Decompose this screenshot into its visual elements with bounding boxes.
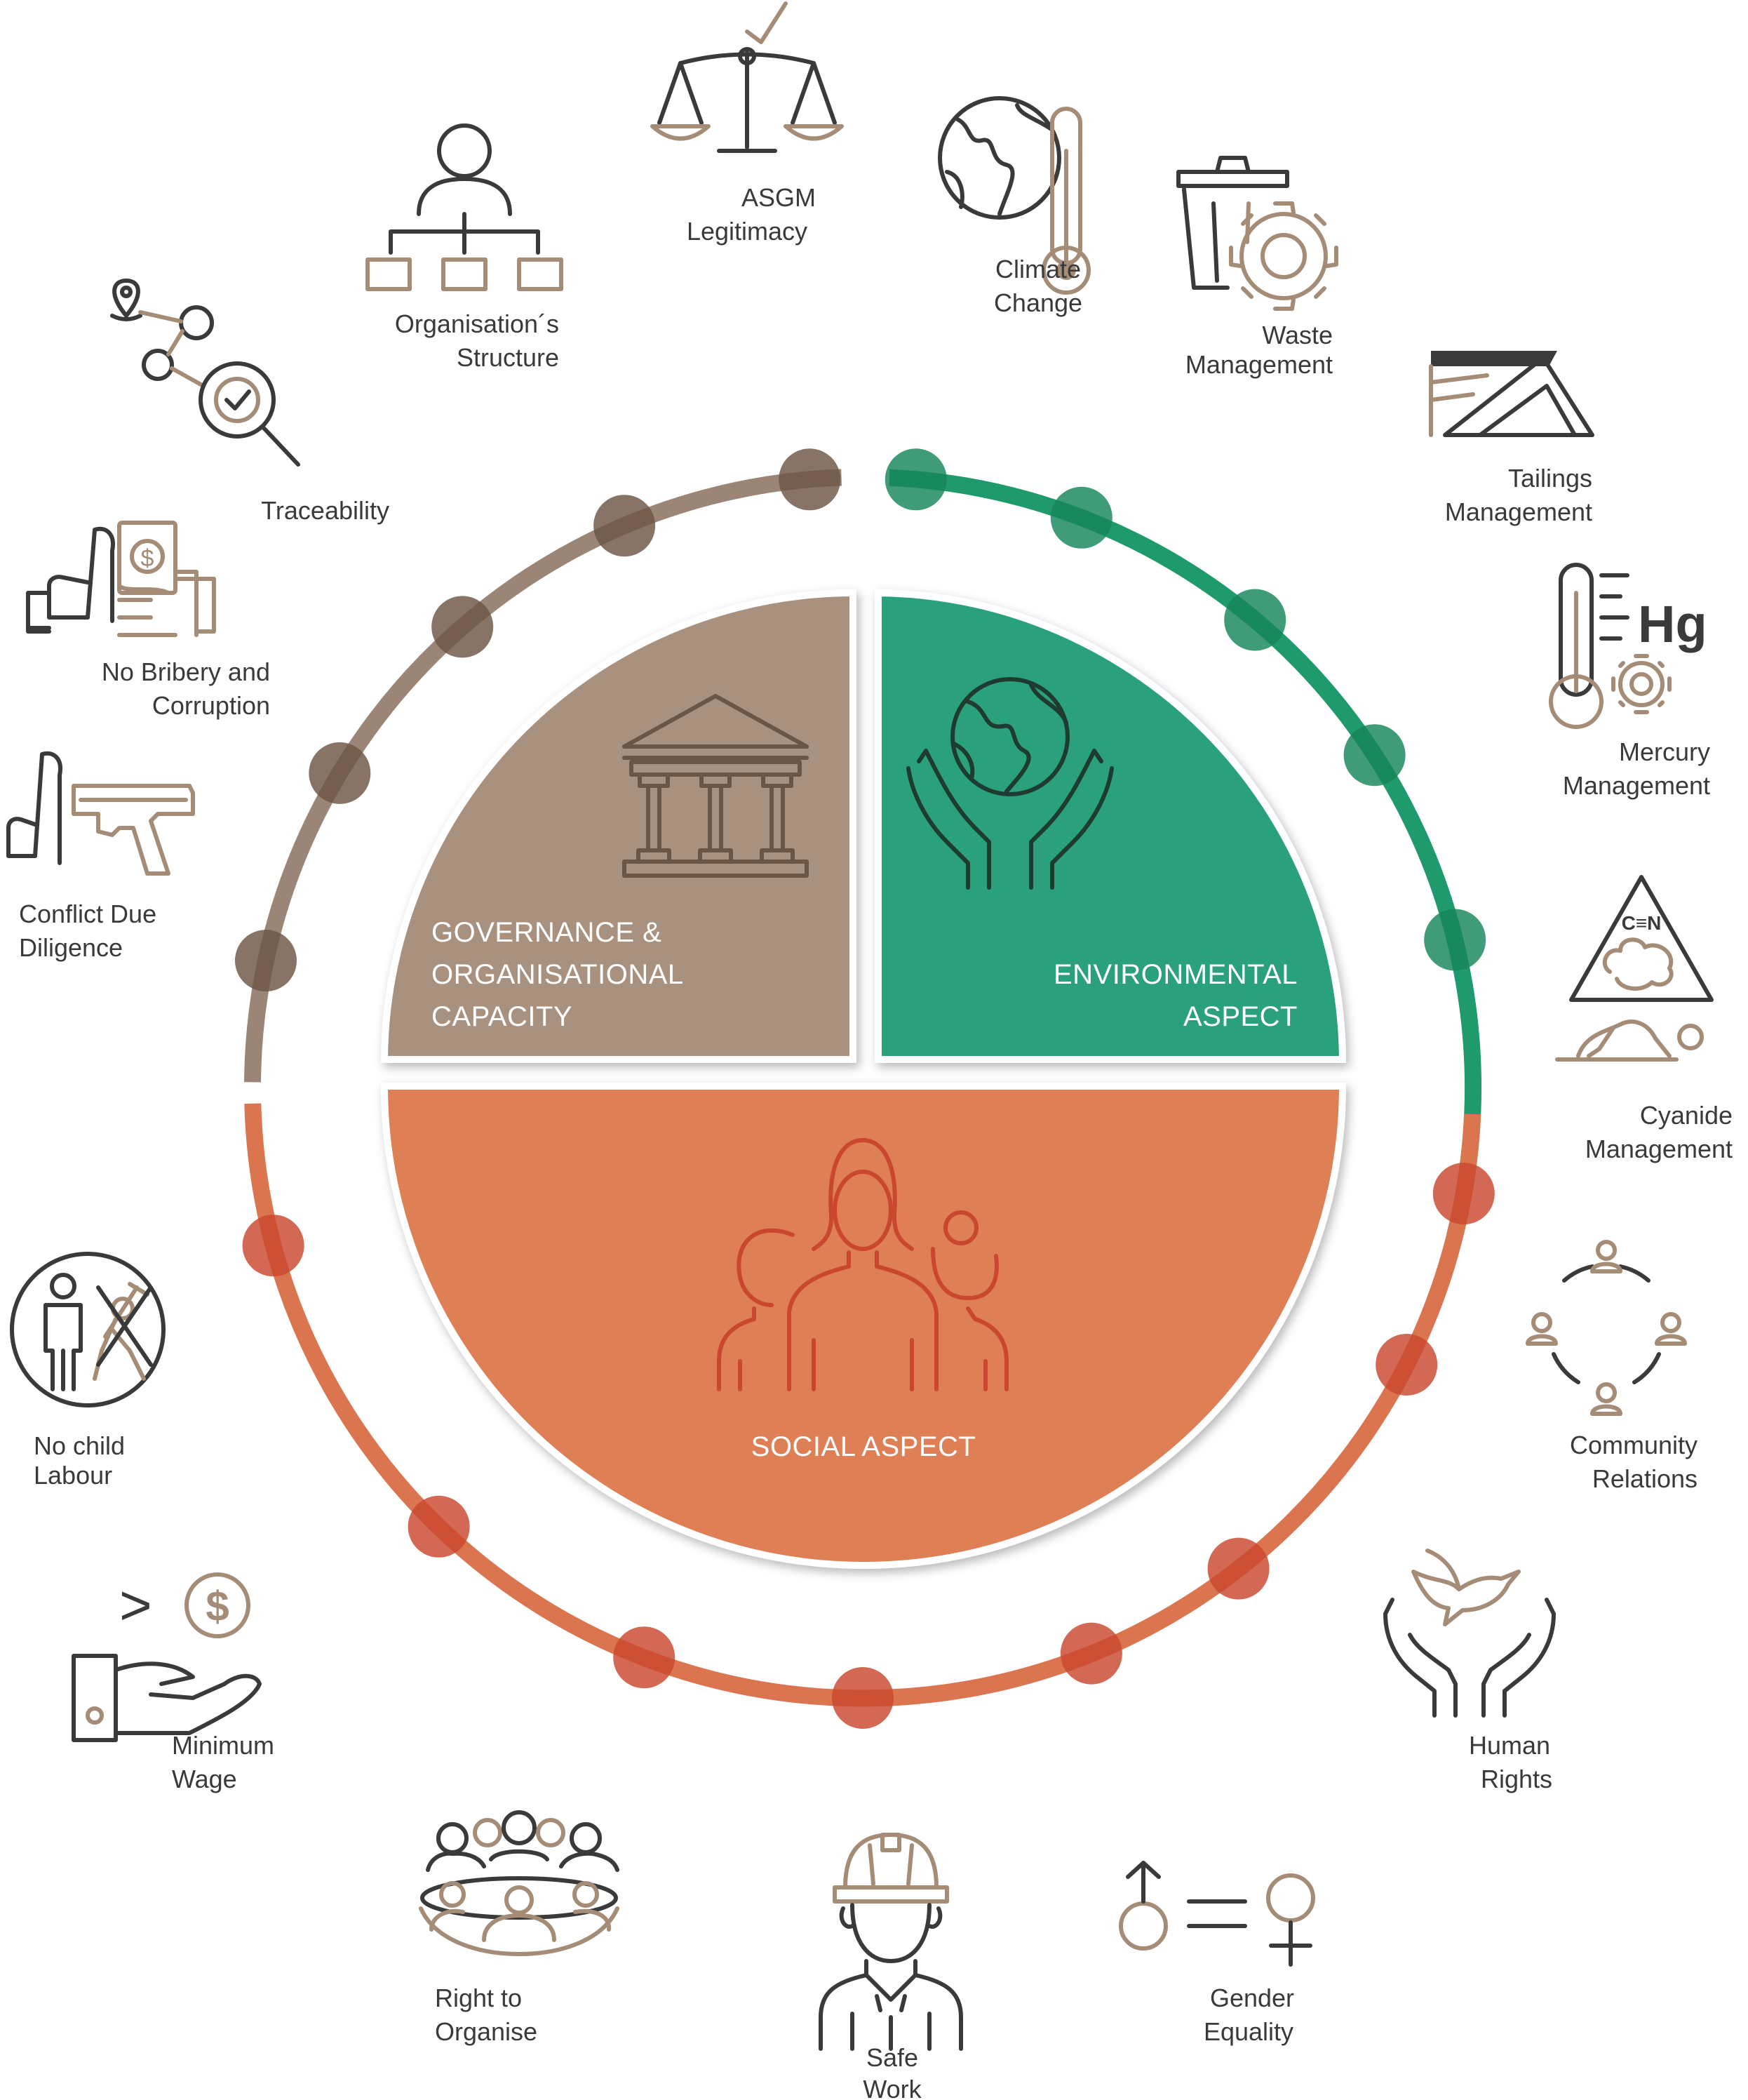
- conflict-label-line2: Diligence: [19, 933, 123, 962]
- humanrights-label-line1: Human: [1469, 1731, 1550, 1760]
- social-ring-dot: [1376, 1334, 1438, 1396]
- no-bribery-icon: $: [26, 521, 216, 637]
- traceability-label: Traceability: [261, 496, 389, 525]
- community-label-line1: Community: [1570, 1431, 1697, 1459]
- wage-icon: > $: [72, 1572, 262, 1742]
- outer-ring: [235, 448, 1495, 1729]
- governance-label-line1: GOVERNANCE &: [431, 917, 661, 948]
- traceability-icon: [110, 279, 300, 467]
- mercury-label-line1: Mercury: [1619, 737, 1710, 766]
- conflict-label-line1: Conflict Due: [19, 899, 156, 928]
- community-label-line2: Relations: [1592, 1464, 1697, 1493]
- tailings-icon: [1429, 351, 1594, 437]
- tailings-label-line2: Management: [1445, 497, 1592, 526]
- asgm-label-line2: Legitimacy: [687, 217, 807, 246]
- environmental-segment: [875, 589, 1347, 1063]
- helmet-worker-icon: [819, 1833, 963, 2051]
- governance-ring-dot: [235, 930, 297, 992]
- governance-ring-dot: [309, 742, 371, 804]
- humanrights-label-line2: Rights: [1481, 1765, 1552, 1793]
- no-child-labour-icon: [10, 1252, 166, 1407]
- cyanide-symbol: C≡N: [1622, 912, 1662, 934]
- environmental-ring-dot: [1424, 909, 1486, 971]
- governance-label-line3: CAPACITY: [431, 1001, 572, 1032]
- governance-ring-dot: [779, 448, 841, 511]
- social-segment: [380, 1083, 1347, 1569]
- minwage-label-line1: Minimum: [172, 1731, 274, 1760]
- central-disc: GOVERNANCE & ORGANISATIONAL CAPACITY ENV…: [380, 589, 1347, 1569]
- governance-ring-dot: [593, 495, 656, 557]
- social-ring-dot: [1060, 1622, 1122, 1685]
- cyanide-icon: C≡N: [1555, 875, 1714, 1062]
- cyanide-label-line1: Cyanide: [1640, 1101, 1733, 1130]
- gender-equality-icon: [1119, 1861, 1315, 1967]
- bank-icon: [622, 694, 809, 878]
- waste-label-line2: Management: [1185, 350, 1333, 379]
- governance-label-line2: ORGANISATIONAL: [431, 959, 684, 990]
- social-ring-dot: [1432, 1163, 1495, 1225]
- safework-label-line2: Work: [863, 2075, 922, 2100]
- no-gun-icon: [6, 751, 195, 876]
- organisation-label-line1: Organisation´s: [395, 309, 559, 338]
- mercury-label-line2: Management: [1563, 771, 1710, 800]
- social-ring-dot: [832, 1667, 894, 1729]
- climate-label-line2: Change: [994, 288, 1082, 317]
- bribery-label-line2: Corruption: [152, 691, 270, 720]
- organise-label-line1: Right to: [435, 1984, 522, 2012]
- people-group-icon: [717, 1138, 1009, 1391]
- community-circle-icon: [1526, 1240, 1687, 1416]
- greater-than-symbol: >: [119, 1574, 152, 1636]
- social-ring-dot: [408, 1495, 470, 1558]
- environmental-ring-dot: [1343, 724, 1406, 787]
- environmental-ring-dot: [1050, 486, 1112, 549]
- gender-label-line2: Equality: [1204, 2017, 1293, 2046]
- childlabour-label-line1: No child: [34, 1431, 125, 1460]
- social-ring-dot: [242, 1215, 304, 1277]
- safework-label-line1: Safe: [866, 2043, 918, 2072]
- org-chart-icon: [365, 123, 563, 291]
- tailings-label-line1: Tailings: [1508, 464, 1592, 493]
- svg-text:$: $: [141, 545, 154, 572]
- bribery-label-line1: No Bribery and: [102, 657, 270, 686]
- minwage-label-line2: Wage: [172, 1765, 237, 1793]
- environmental-ring-dot: [885, 448, 947, 511]
- climate-icon: [938, 96, 1091, 295]
- environmental-label-line2: ASPECT: [1183, 1001, 1298, 1032]
- organise-label-line2: Organise: [435, 2017, 537, 2046]
- social-label: SOCIAL ASPECT: [751, 1431, 976, 1462]
- cyanide-label-line2: Management: [1585, 1135, 1733, 1163]
- environmental-label-line1: ENVIRONMENTAL: [1054, 959, 1298, 990]
- social-ring-dot: [613, 1626, 675, 1689]
- social-ring-dot: [1207, 1537, 1270, 1600]
- meeting-icon: [419, 1810, 619, 1956]
- climate-label-line1: Climate: [995, 255, 1081, 283]
- dollar-symbol: $: [206, 1583, 229, 1630]
- organisation-label-line2: Structure: [457, 343, 559, 372]
- dove-hands-icon: [1383, 1549, 1556, 1718]
- waste-bin-icon: [1176, 156, 1338, 311]
- waste-label-line1: Waste: [1262, 321, 1333, 349]
- mercury-icon: Hg: [1549, 563, 1707, 729]
- mercury-symbol: Hg: [1638, 595, 1707, 653]
- globe-hands-icon: [906, 677, 1114, 890]
- governance-ring-dot: [431, 596, 494, 658]
- environmental-ring-dot: [1224, 589, 1286, 651]
- asgm-label-line1: ASGM: [741, 183, 816, 212]
- scales-icon: [650, 1, 844, 153]
- childlabour-label-line2: Labour: [34, 1461, 112, 1490]
- gender-label-line1: Gender: [1210, 1984, 1294, 2012]
